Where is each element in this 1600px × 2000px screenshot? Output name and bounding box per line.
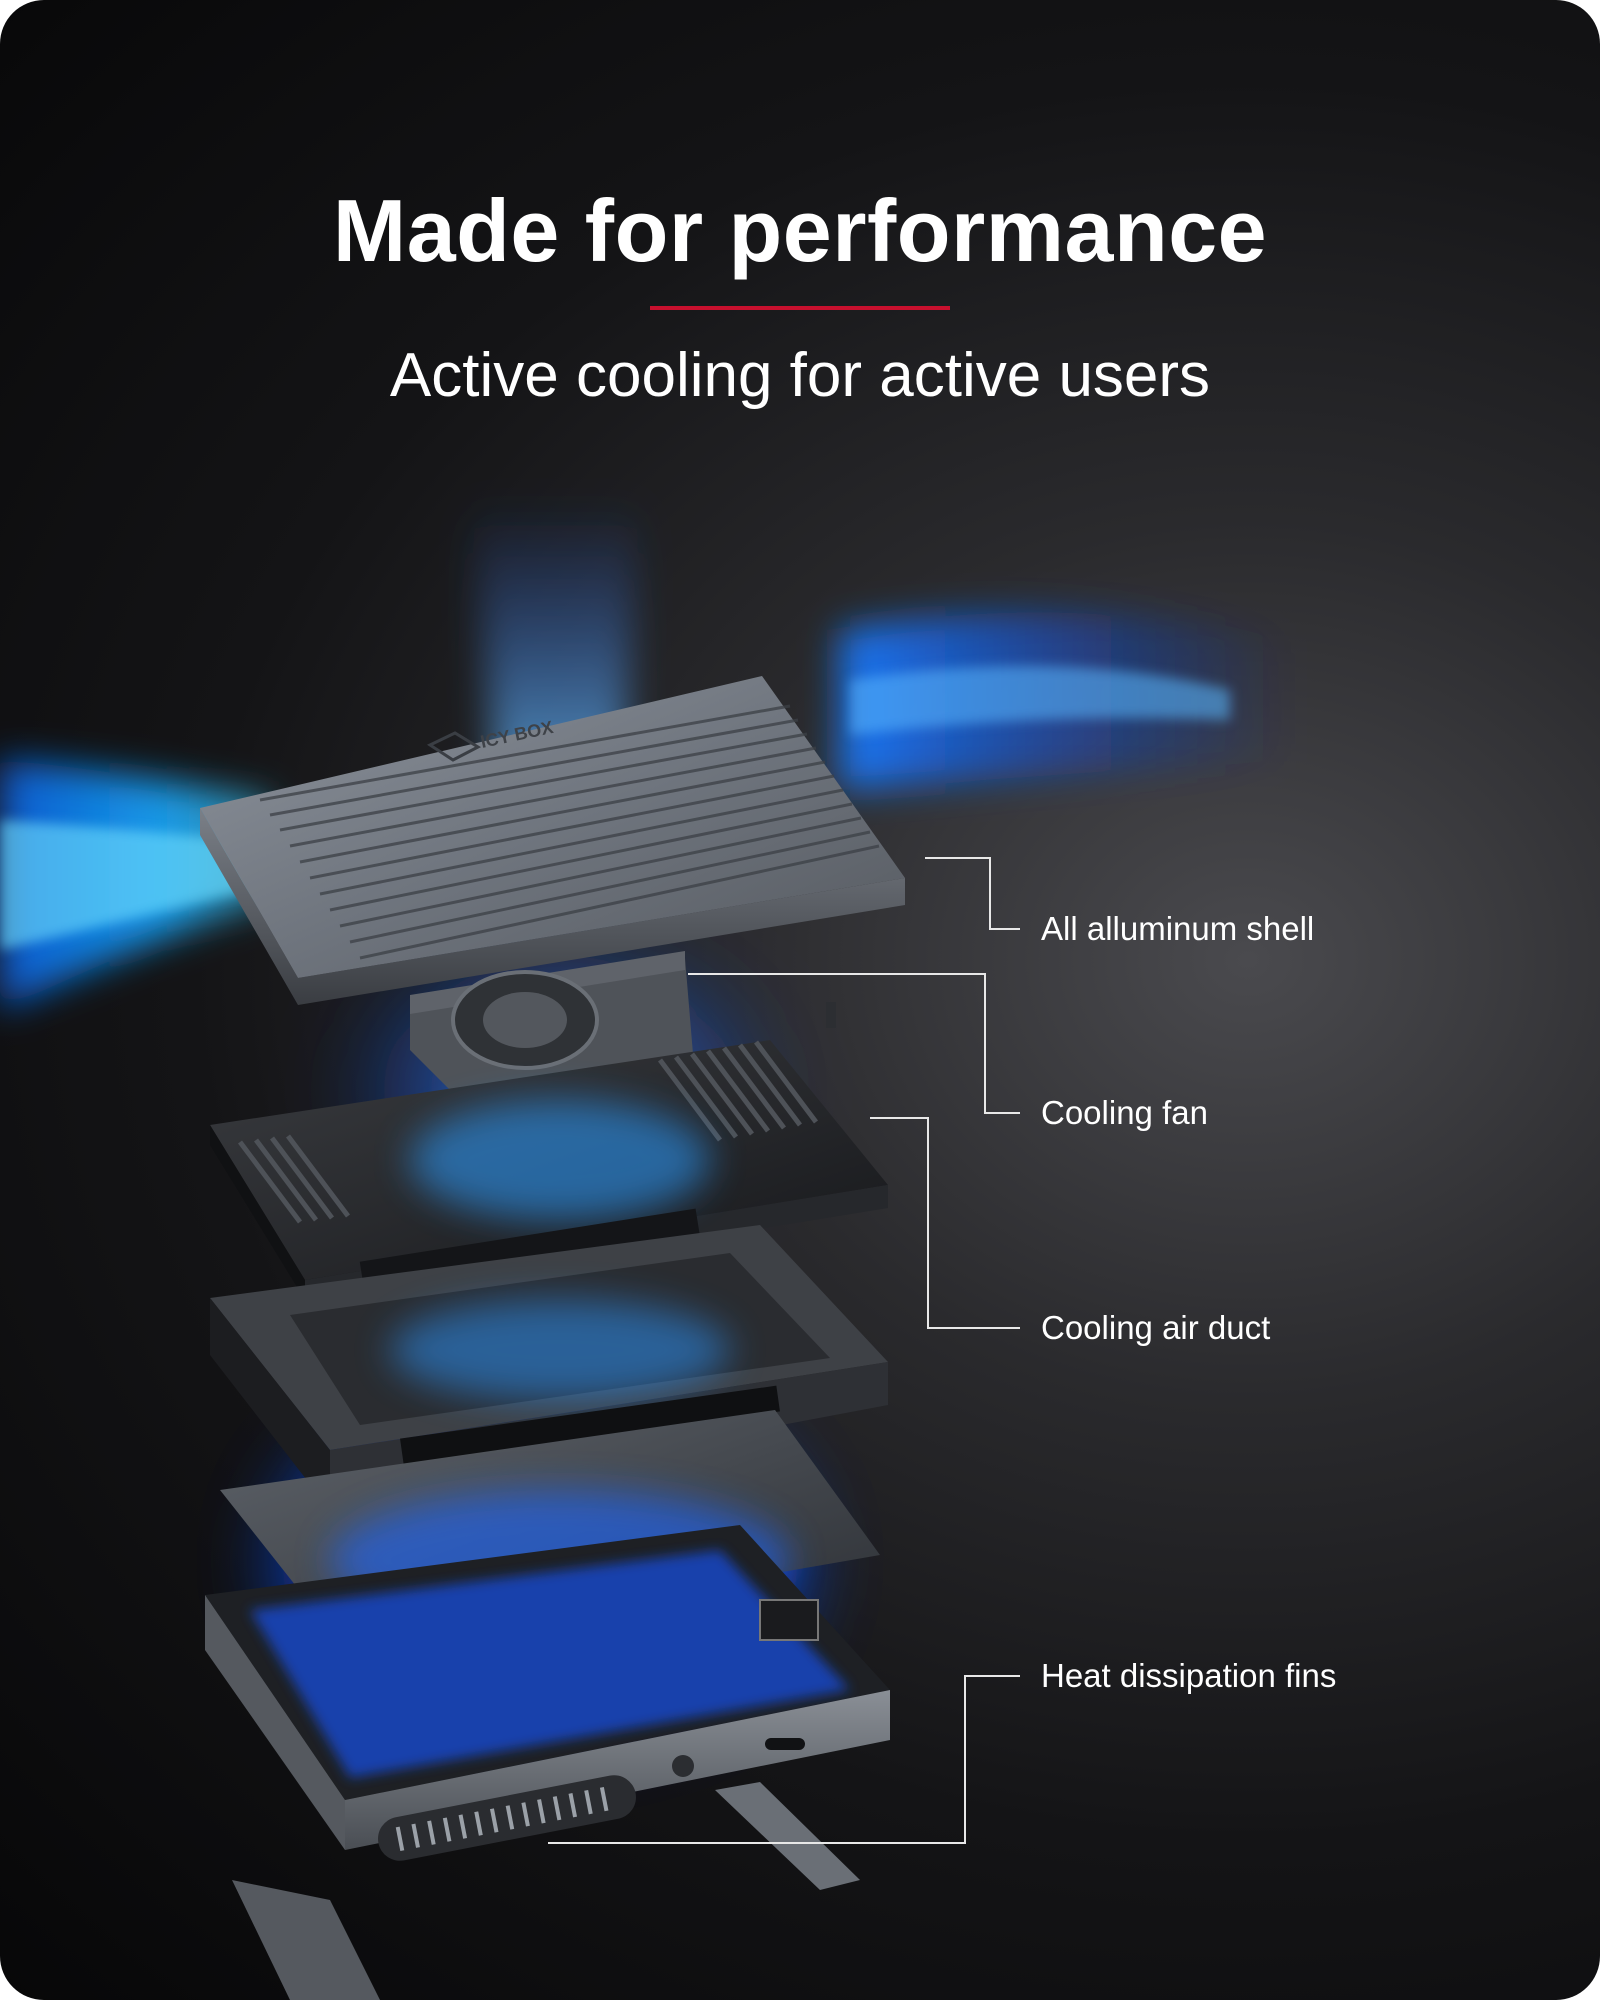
title-accent-rule bbox=[650, 306, 950, 310]
page-subtitle: Active cooling for active users bbox=[389, 341, 1211, 410]
callout-cooling-fan: Cooling fan bbox=[1041, 1094, 1208, 1131]
airflow-right bbox=[840, 612, 1290, 790]
callout-leader-lines bbox=[548, 857, 1020, 1844]
usb-c-port-icon bbox=[765, 1738, 805, 1750]
callout-cooling-air-duct: Cooling air duct bbox=[1041, 1309, 1271, 1346]
power-button-icon bbox=[672, 1755, 694, 1777]
aluminum-shell-lid: ICY BOX bbox=[200, 676, 905, 1005]
page-title: Made for performance bbox=[332, 181, 1268, 280]
callout-aluminum-shell: All alluminum shell bbox=[1041, 910, 1315, 947]
callout-heat-dissipation-fins: Heat dissipation fins bbox=[1041, 1657, 1337, 1694]
base-enclosure bbox=[205, 1525, 890, 2000]
brand-logo-icon bbox=[426, 731, 482, 762]
